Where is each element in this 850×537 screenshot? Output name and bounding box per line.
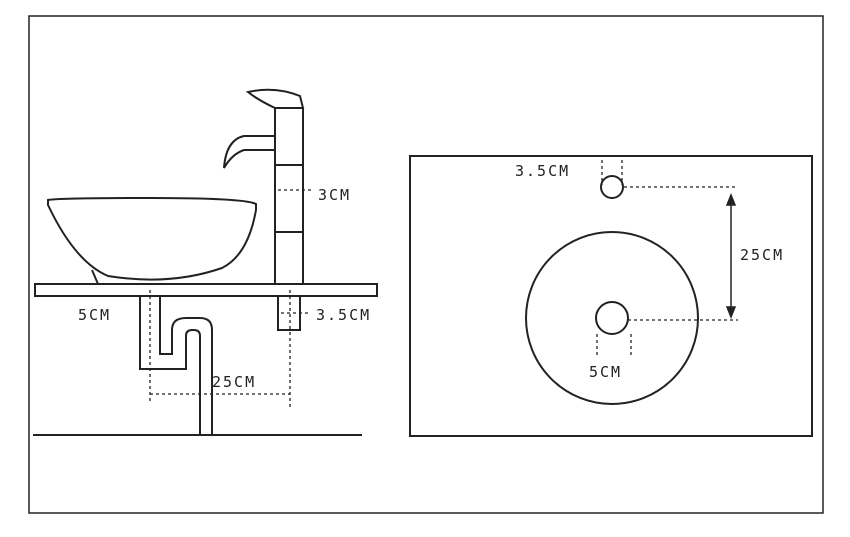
side-view <box>33 88 378 436</box>
base-diameter-label: 3.5CM <box>316 306 371 324</box>
outer-frame <box>28 15 824 514</box>
side-view-guides <box>149 189 312 410</box>
drain-hole-label: 5CM <box>589 363 622 381</box>
hole-spacing-arrow <box>725 192 737 320</box>
vessel-bowl <box>47 196 257 281</box>
basin-outline <box>525 231 699 405</box>
drain-trap-inner <box>159 296 213 434</box>
faucet-hole-label: 3.5CM <box>515 162 570 180</box>
hole-spacing-label: 25CM <box>740 246 784 264</box>
countertop-outline <box>409 155 813 437</box>
top-view <box>409 155 813 437</box>
drain-hole <box>595 301 629 335</box>
drain-trap <box>139 296 201 434</box>
spout-height-label: 3CM <box>318 186 351 204</box>
bowl-base <box>91 269 99 285</box>
drain-diameter-label: 5CM <box>78 306 111 324</box>
drain-to-faucet-label: 25CM <box>212 373 256 391</box>
faucet-spout <box>223 135 276 169</box>
top-view-guides <box>596 160 738 356</box>
faucet-hole <box>600 175 624 199</box>
faucet-handle <box>245 88 305 109</box>
countertop <box>34 283 378 297</box>
faucet-body <box>274 107 304 285</box>
